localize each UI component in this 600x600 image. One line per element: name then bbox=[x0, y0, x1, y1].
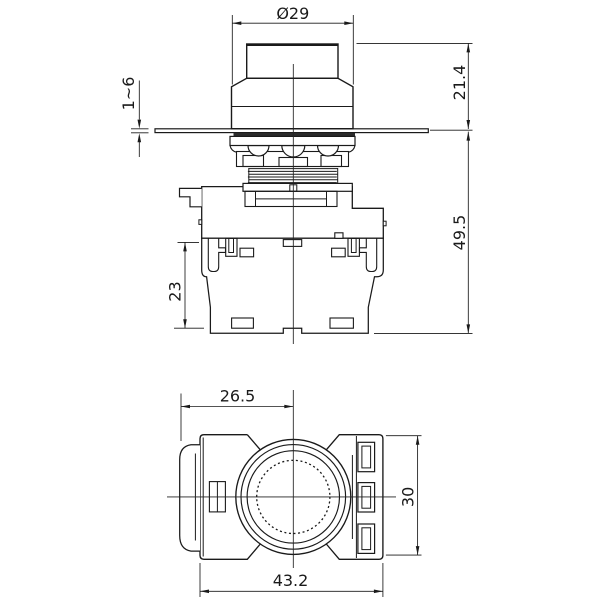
right-snap-hook bbox=[358, 238, 378, 273]
dim-text-height-below-panel: 49.5 bbox=[450, 215, 469, 251]
mounting-panel bbox=[154, 128, 429, 137]
dim-panel-thickness: 1~6 bbox=[119, 77, 149, 157]
dim-text-body-height: 30 bbox=[399, 487, 418, 507]
dim-text-body-width: 43.2 bbox=[273, 571, 309, 590]
dim-body-width: 43.2 bbox=[199, 563, 384, 597]
contact-block-feet bbox=[201, 232, 384, 334]
contact-block-body bbox=[178, 182, 387, 239]
mounting-nut bbox=[229, 135, 356, 168]
side-latch bbox=[178, 187, 202, 208]
dim-center-offset: 26.5 bbox=[180, 387, 294, 441]
panel-gasket bbox=[233, 132, 355, 137]
dim-text-height-above-panel: 21.4 bbox=[450, 65, 469, 101]
thread-section bbox=[247, 168, 339, 184]
dim-text-center-offset: 26.5 bbox=[220, 387, 256, 406]
button-bezel bbox=[230, 77, 354, 130]
front-view: Ø29 21.4 1~6 49.5 bbox=[119, 4, 473, 344]
left-snap-hook bbox=[207, 238, 227, 273]
mounting-collar bbox=[242, 182, 353, 192]
dim-text-cap-diameter: Ø29 bbox=[276, 4, 309, 23]
dim-cap-diameter: Ø29 bbox=[231, 4, 354, 85]
dim-text-panel-thickness: 1~6 bbox=[119, 77, 138, 111]
push-button-cap bbox=[245, 43, 339, 79]
dim-text-contact-block-height: 23 bbox=[166, 281, 185, 301]
dim-height-below-panel: 49.5 bbox=[374, 131, 473, 334]
dim-height-above-panel: 21.4 bbox=[356, 42, 473, 131]
dim-body-height: 30 bbox=[385, 435, 422, 556]
dim-contact-block-height: 23 bbox=[166, 241, 204, 329]
bottom-view: 26.5 30 43.2 bbox=[167, 387, 422, 597]
